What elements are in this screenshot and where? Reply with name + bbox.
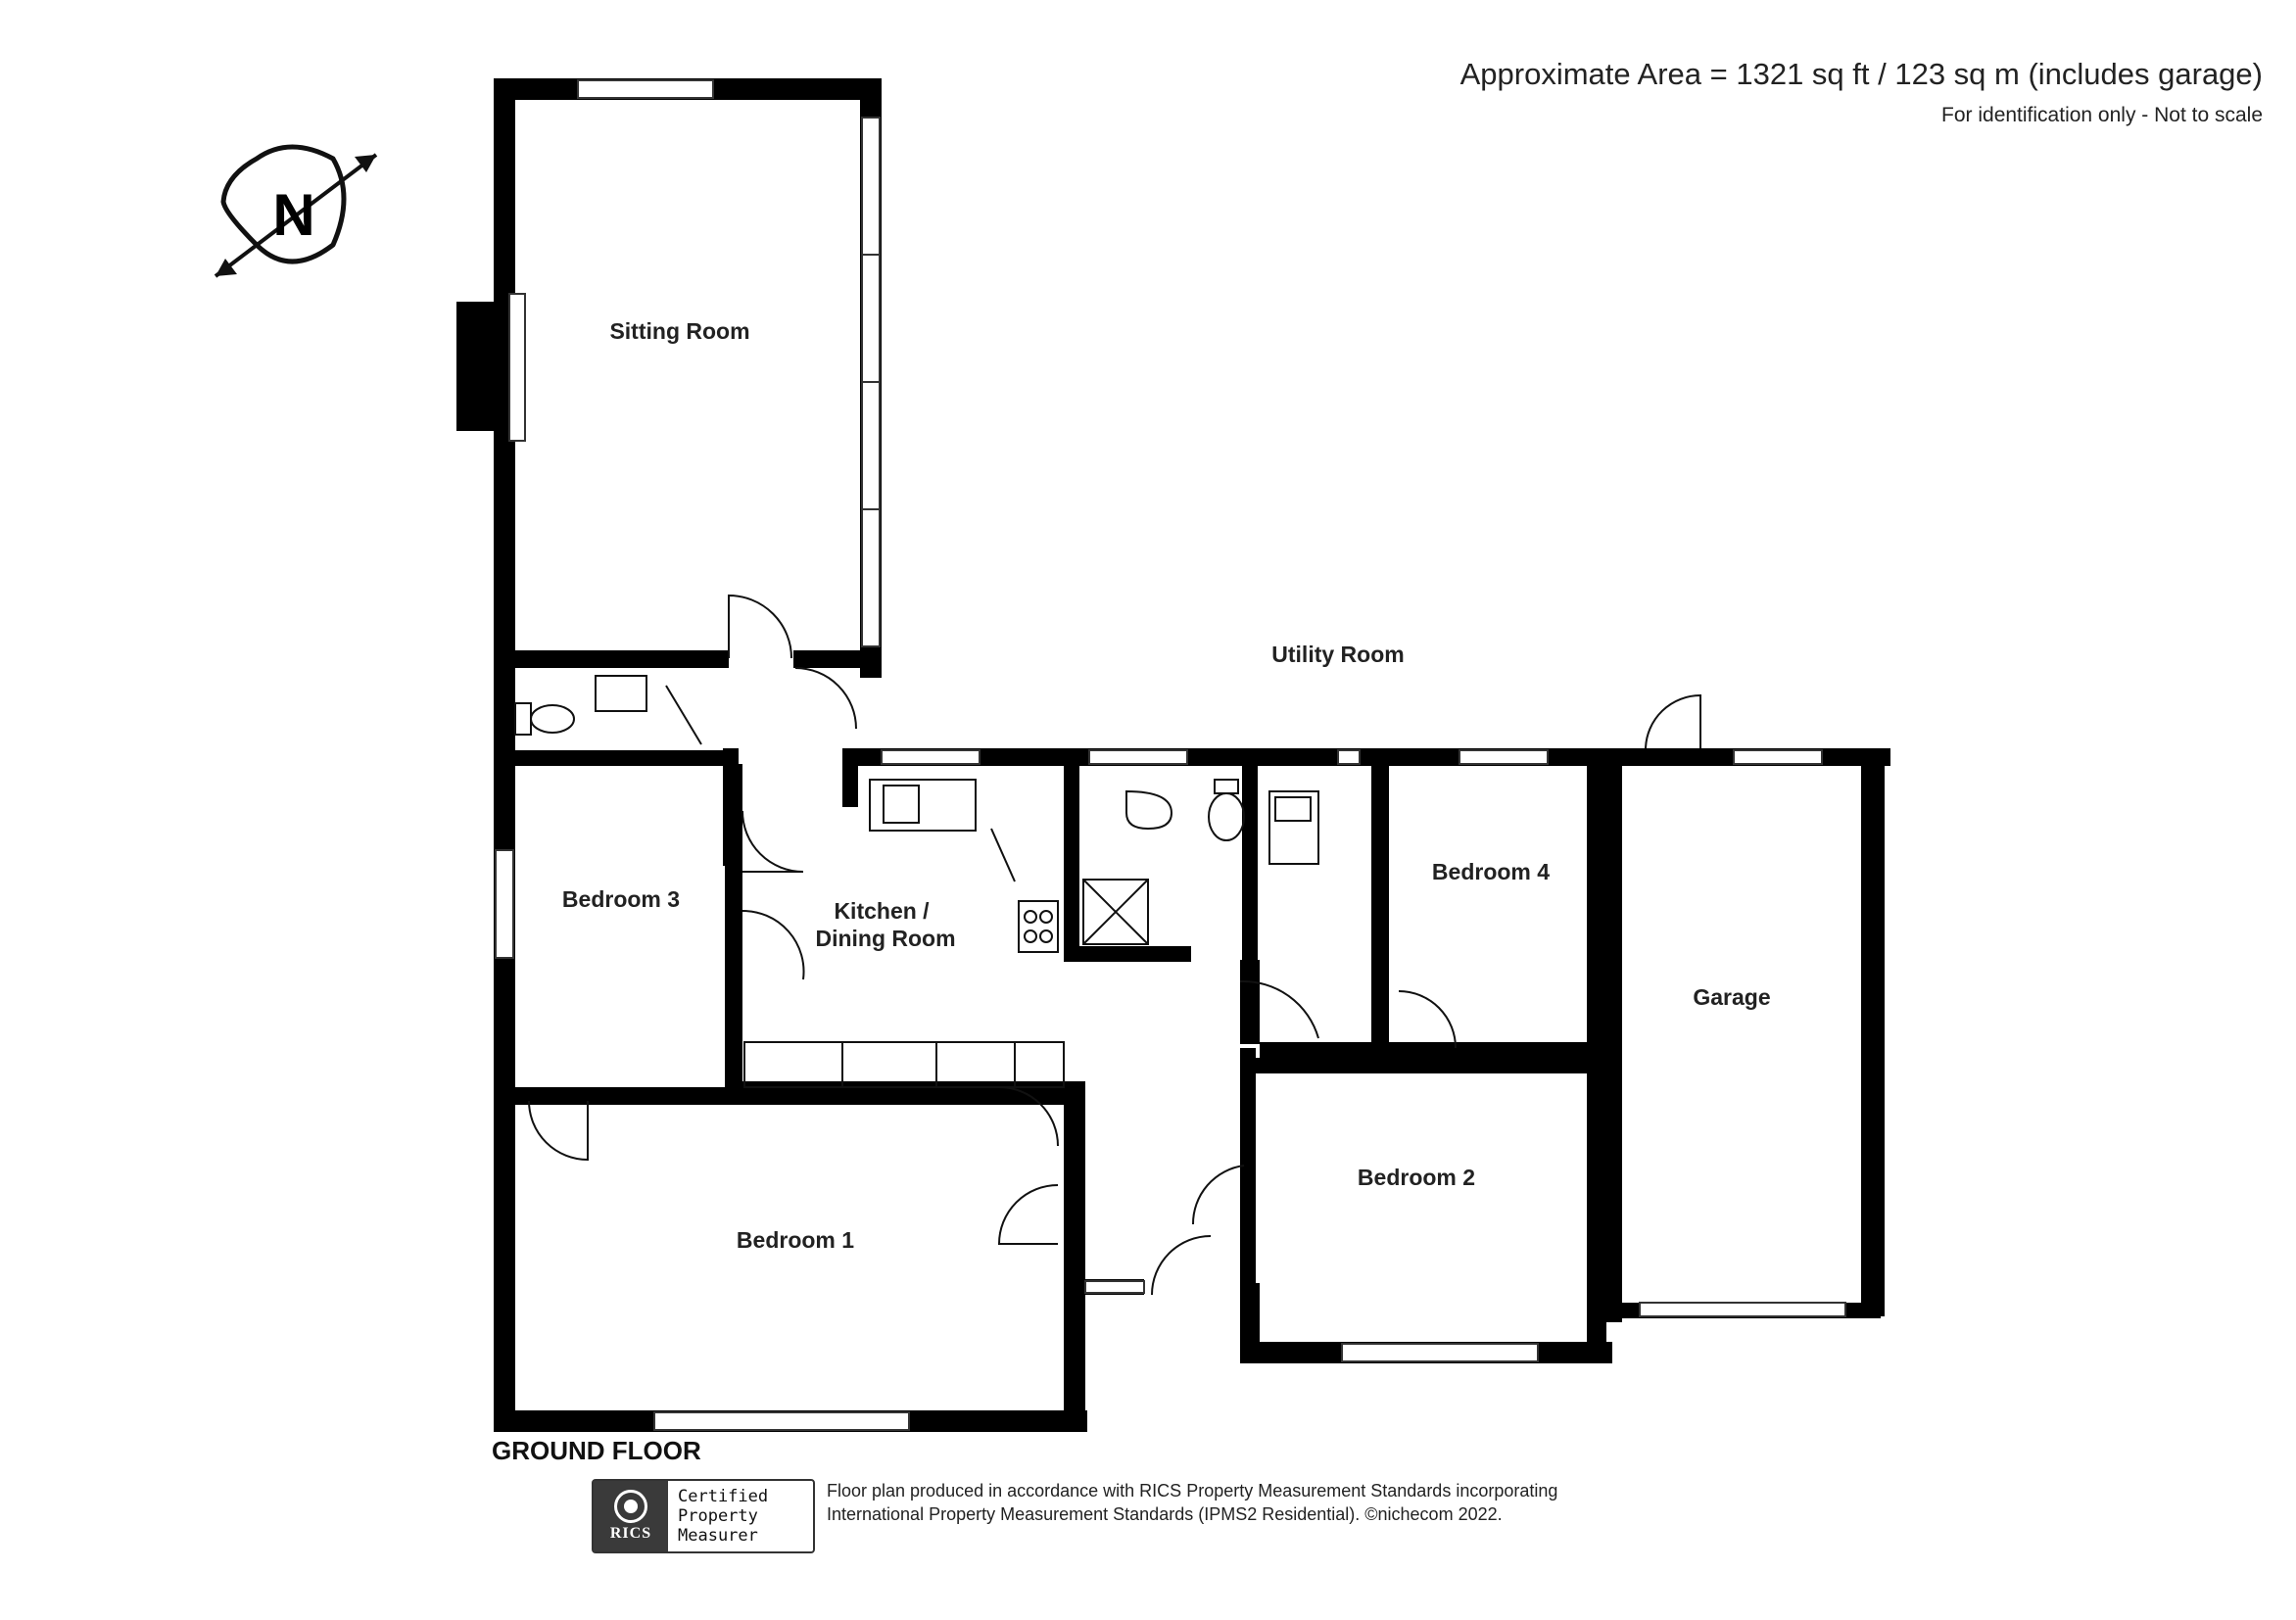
label-utility-room: Utility Room bbox=[1271, 642, 1404, 667]
rics-badge: RICS Certified Property Measurer bbox=[592, 1479, 815, 1553]
label-kitchen-line-1: Kitchen / bbox=[834, 898, 930, 924]
fixtures bbox=[514, 675, 1319, 1088]
label-sitting-room: Sitting Room bbox=[609, 318, 749, 344]
credit-line-1: Floor plan produced in accordance with R… bbox=[827, 1481, 1558, 1501]
rics-seal-icon bbox=[614, 1490, 647, 1523]
rics-logo-text: RICS bbox=[609, 1525, 652, 1542]
badge-line-3: Measurer bbox=[678, 1526, 758, 1546]
compass-letter: N bbox=[272, 182, 314, 248]
badge-line-1: Certified bbox=[678, 1487, 769, 1506]
floor-title: GROUND FLOOR bbox=[492, 1436, 701, 1465]
windows bbox=[495, 79, 1846, 1431]
label-bedroom-2: Bedroom 2 bbox=[1358, 1165, 1475, 1190]
north-compass-icon: N bbox=[214, 144, 378, 278]
label-garage: Garage bbox=[1693, 984, 1770, 1010]
credit-line-2: International Property Measurement Stand… bbox=[827, 1504, 1503, 1524]
label-bedroom-3: Bedroom 3 bbox=[562, 886, 680, 912]
label-kitchen-line-2: Dining Room bbox=[815, 926, 955, 951]
approximate-area-text: Approximate Area = 1321 sq ft / 123 sq m… bbox=[1459, 57, 2263, 91]
not-to-scale-note: For identification only - Not to scale bbox=[1941, 104, 2263, 126]
label-bedroom-4: Bedroom 4 bbox=[1432, 859, 1550, 884]
credit-text: Floor plan produced in accordance with R… bbox=[827, 1479, 1557, 1526]
door-swings bbox=[528, 594, 1701, 1296]
rics-logo: RICS bbox=[594, 1481, 668, 1551]
badge-line-2: Property bbox=[678, 1506, 758, 1526]
label-bedroom-1: Bedroom 1 bbox=[737, 1227, 854, 1253]
rics-badge-text: Certified Property Measurer bbox=[668, 1481, 768, 1551]
